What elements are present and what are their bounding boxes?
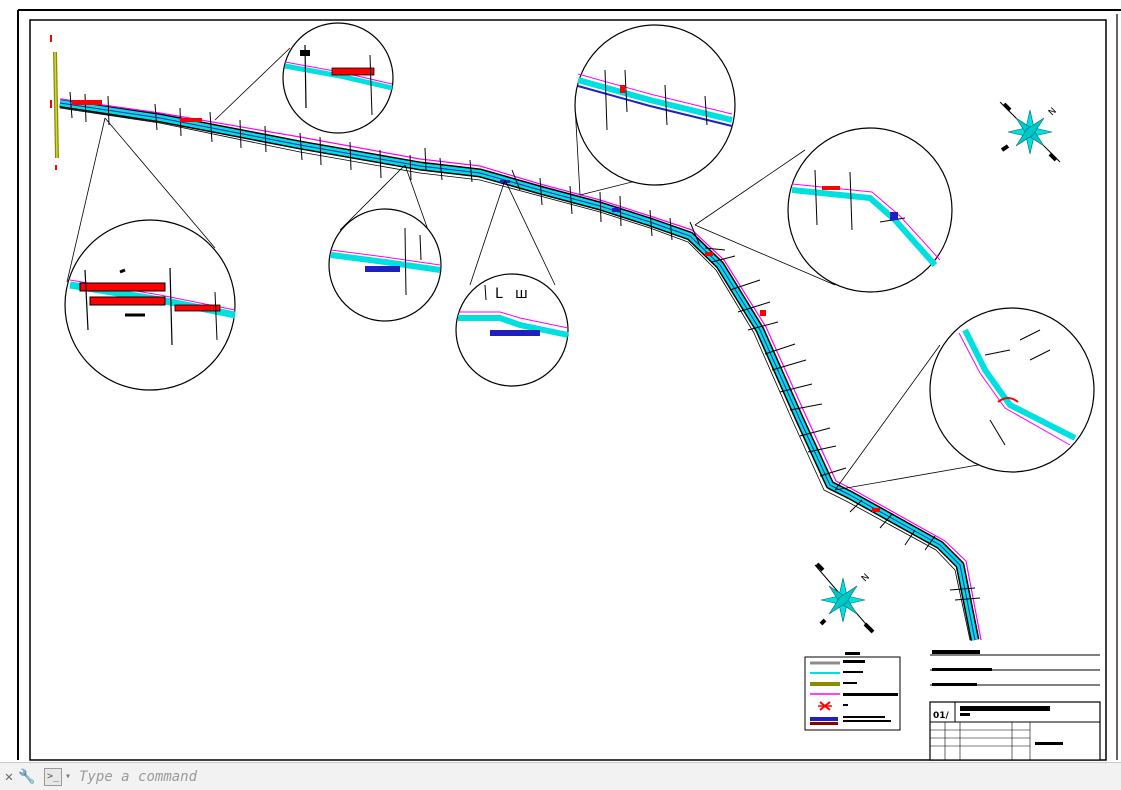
svg-text:N: N	[1047, 106, 1059, 118]
chevron-down-icon[interactable]: ▾	[65, 771, 72, 782]
cross-section-ticks	[69, 91, 981, 601]
detail-callout-7[interactable]	[834, 307, 1095, 491]
north-arrow-icon: N	[814, 562, 875, 634]
svg-text:L: L	[495, 286, 503, 302]
wrench-icon[interactable]: 🔧	[18, 768, 36, 785]
close-icon[interactable]: ✕	[4, 768, 14, 785]
detail-callout-4[interactable]: L ш	[455, 179, 569, 387]
detail-callout-5[interactable]	[574, 24, 736, 196]
command-prompt-icon[interactable]: >_	[44, 767, 62, 786]
svg-text:01/: 01/	[933, 711, 950, 721]
detail-callout-6[interactable]	[694, 127, 953, 293]
detail-callout-2[interactable]	[214, 22, 394, 134]
detail-callout-1[interactable]	[64, 117, 236, 391]
command-line-bar: ✕ 🔧 >_ ▾	[0, 762, 1121, 790]
command-input[interactable]	[77, 767, 682, 786]
legend-box[interactable]	[804, 652, 901, 731]
route-detail-markers	[72, 100, 880, 512]
drawing-frame	[29, 19, 1107, 761]
title-block: 01/	[929, 650, 1101, 761]
svg-text:ш: ш	[515, 286, 528, 302]
detail-callout-3[interactable]	[328, 164, 442, 322]
svg-text:N: N	[860, 572, 872, 584]
start-marker	[50, 35, 59, 170]
north-arrow-icon: N	[999, 101, 1061, 163]
